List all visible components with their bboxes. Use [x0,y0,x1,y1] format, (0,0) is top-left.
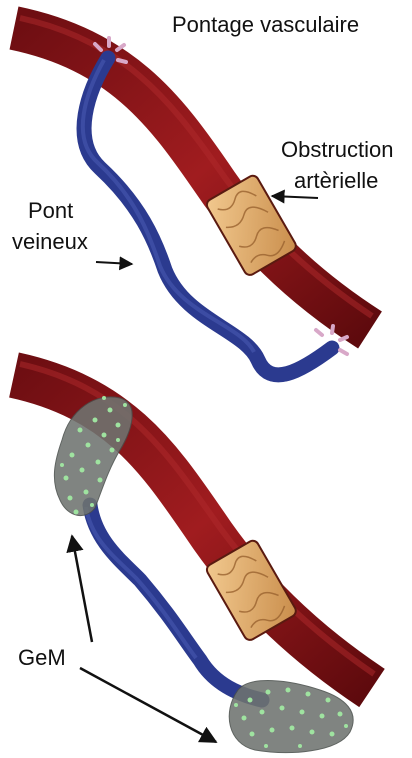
arrow-vein [96,262,132,264]
bottom-panel [14,364,374,753]
label-obstruction-line1: Obstruction [281,137,394,163]
label-pont-line2: veineux [12,229,88,255]
top-panel [14,18,372,375]
arrow-gem-distal [80,668,216,742]
arrow-gem-proximal [72,536,92,642]
arrow-obstruction [272,196,318,198]
label-pont-line1: Pont [28,198,73,224]
vein-bypass-top [84,58,332,375]
figure-title: Pontage vasculaire [172,12,359,38]
label-gem: GeM [18,645,66,671]
label-obstruction-line2: artèrielle [294,168,378,194]
gem-matrix-distal [229,681,353,753]
